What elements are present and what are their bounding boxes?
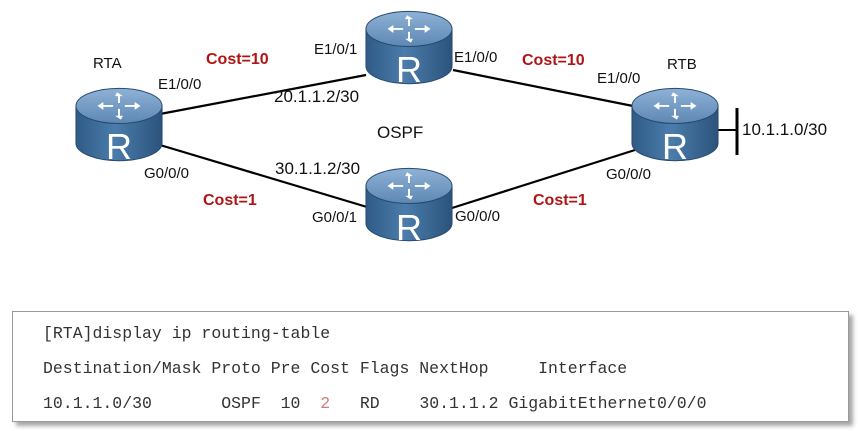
router-rtb-name: RTB bbox=[667, 56, 697, 73]
router-rta-glyph: R bbox=[106, 126, 132, 167]
cost-rta-bottom: Cost=1 bbox=[203, 192, 257, 209]
cost-top-rtb: Cost=10 bbox=[522, 52, 585, 69]
cost-bottom-rtb: Cost=1 bbox=[533, 192, 587, 209]
link-rta-top bbox=[159, 73, 367, 116]
label-rtb-g000: G0/0/0 bbox=[606, 166, 651, 183]
label-top-e100: E1/0/0 bbox=[454, 49, 497, 66]
label-bottom-g000: G0/0/0 bbox=[455, 208, 500, 225]
router-bottom[interactable]: R bbox=[365, 167, 453, 248]
router-rta-name: RTA bbox=[93, 55, 122, 72]
cell-interface: GigabitEthernet0/0/0 bbox=[508, 394, 707, 413]
label-rtb-e100: E1/0/0 bbox=[597, 70, 640, 87]
router-rta[interactable]: R bbox=[75, 87, 163, 167]
link-rta-bottom bbox=[159, 143, 368, 209]
cell-destination: 10.1.1.0/30 bbox=[43, 394, 152, 413]
router-rtb[interactable]: R bbox=[631, 87, 719, 167]
label-rta-g000: G0/0/0 bbox=[144, 165, 189, 182]
routing-table-panel: [RTA]display ip routing-table Destinatio… bbox=[12, 311, 849, 422]
cell-proto: OSPF bbox=[221, 394, 261, 413]
ospf-topology-diagram: R R R R RTA RTB OSPF E1/0/0 G0/0/0 E1/0/… bbox=[75, 10, 828, 248]
address-lower-link: 30.1.1.2/30 bbox=[275, 159, 360, 178]
routing-table-header: Destination/Mask Proto Pre Cost Flags Ne… bbox=[43, 359, 628, 378]
cell-cost: 2 bbox=[320, 394, 331, 413]
router-top[interactable]: R bbox=[365, 10, 453, 90]
router-top-glyph: R bbox=[396, 49, 422, 90]
address-upper-link: 20.1.1.2/30 bbox=[274, 87, 359, 106]
label-rta-e100: E1/0/0 bbox=[158, 76, 201, 93]
cost-rta-top: Cost=10 bbox=[206, 51, 269, 68]
link-bottom-rtb bbox=[451, 148, 636, 210]
cell-nexthop: 30.1.1.2 bbox=[419, 394, 499, 413]
link-top-rtb bbox=[452, 68, 634, 108]
cli-command: [RTA]display ip routing-table bbox=[43, 324, 331, 343]
label-bottom-g001: G0/0/1 bbox=[312, 209, 357, 226]
label-top-e101: E1/0/1 bbox=[314, 41, 357, 58]
cell-pre: 10 bbox=[280, 394, 301, 413]
routing-table-row: 10.1.1.0/30 OSPF 10 2 RD 30.1.1.2 Gigabi… bbox=[43, 394, 707, 413]
router-bottom-glyph: R bbox=[396, 207, 422, 248]
protocol-label: OSPF bbox=[377, 123, 423, 142]
cell-flags: RD bbox=[359, 394, 380, 413]
router-rtb-glyph: R bbox=[662, 126, 688, 167]
address-rtb-network: 10.1.1.0/30 bbox=[742, 120, 827, 139]
